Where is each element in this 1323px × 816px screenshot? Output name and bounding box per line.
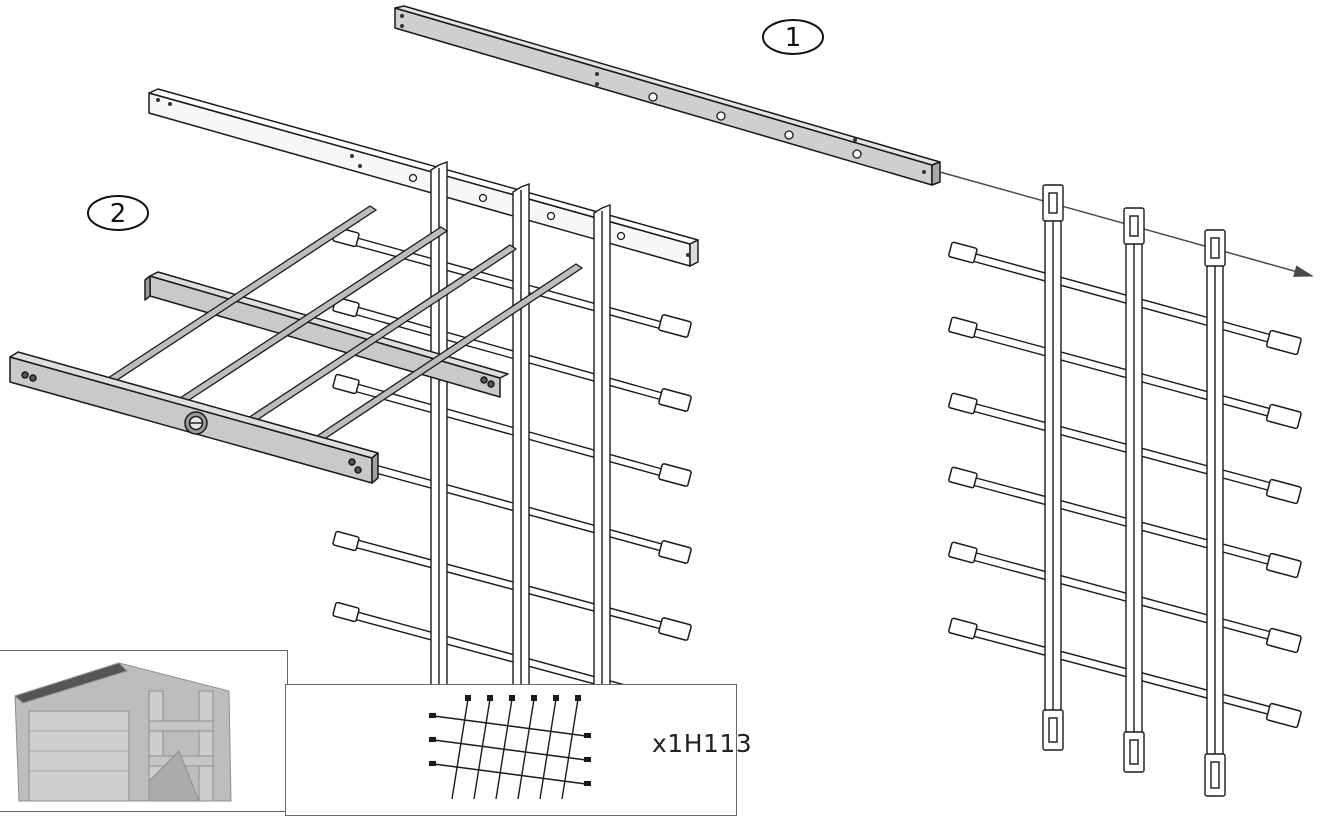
right-net bbox=[948, 184, 1302, 797]
part-inset bbox=[285, 684, 737, 816]
rear-beam bbox=[148, 88, 699, 267]
left-net-tabs bbox=[332, 226, 692, 641]
left-net-straps bbox=[430, 160, 611, 691]
step-2-callout: 2 bbox=[87, 195, 149, 231]
part-code-label: x1H113 bbox=[652, 729, 753, 758]
overview-inset bbox=[0, 650, 288, 812]
top-beam bbox=[394, 5, 941, 186]
rod-assembly bbox=[9, 205, 584, 484]
right-net-straps bbox=[1042, 184, 1226, 797]
net-part-thumbnail bbox=[429, 695, 591, 800]
round-rods bbox=[106, 205, 584, 443]
step-2-number: 2 bbox=[110, 199, 127, 229]
step-1-number: 1 bbox=[785, 23, 802, 53]
structure-overview bbox=[14, 662, 232, 802]
right-net-tabs bbox=[948, 241, 1302, 729]
step-1-callout: 1 bbox=[762, 19, 824, 55]
